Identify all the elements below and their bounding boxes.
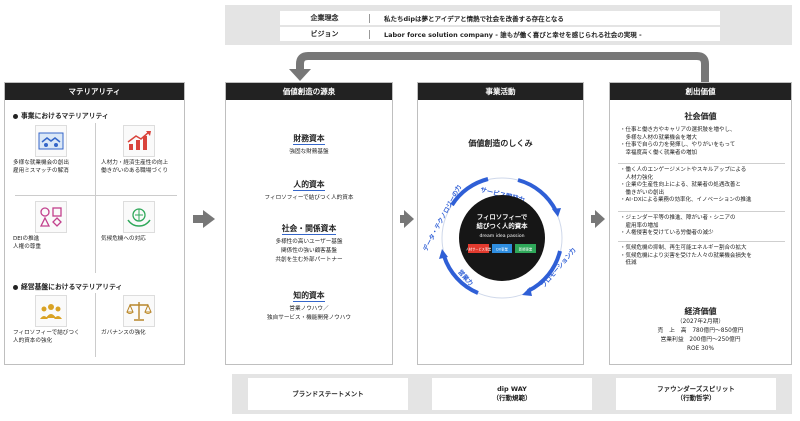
economic-line: 売 上 高 780億円〜850億円 [657,328,744,334]
materiality-item: 気候危機への対応 [99,201,179,244]
cycle-arc [450,177,489,207]
core-sub: dream idea passion [479,233,524,239]
capital-text: 営業ノウハウ／ [289,306,329,312]
materiality-label: フィロソフィーで結びつく 人的資本の強化 [13,330,80,344]
flow-arrow [193,215,203,223]
core-circle [459,195,545,281]
materiality-header: マテリアリティ [5,83,184,100]
social-value-title: 社会価値 [684,112,717,121]
handshake-icon [35,125,67,157]
people-group-icon [35,295,67,327]
materiality-item: ガバナンスの強化 [99,295,179,338]
pill-new [515,244,536,253]
cycle-arc [442,255,479,295]
cycle-arrowhead [439,249,448,259]
materiality-panel: マテリアリティ 事業におけるマテリアリティ 多様な就業機会の創出 雇用ミスマッチ… [4,82,185,365]
capital-text: 多様性の高いユーザー基盤 [275,239,343,245]
pill-dx-label: DX事業 [496,247,508,252]
social-value-group: ・ジェンダー平等の推進、障がい者・シニアの 雇用率の増加 ・人権侵害を受けている… [620,215,736,237]
social-value-group: ・仕事と働き方やキャリアの選択肢を増やし、 多様な人材の就業機会を増大 ・仕事で… [620,127,736,156]
capital-title: 人的資本 [293,180,325,191]
social-value-group: ・働く人のエンゲージメントやスキルアップによる 人材力強化 ・企業の生産性向上に… [620,167,752,204]
diversity-shapes-icon [35,201,67,233]
pill-hr [468,244,489,253]
capital-text: 独自サービス・機能開発ノウハウ [267,315,351,321]
capital-text: 共創を生む外部パートナー [275,257,343,263]
capital-title: 知的資本 [293,291,325,302]
scales-icon [123,295,155,327]
business-header: 事業活動 [418,83,583,100]
materiality-label: 多様な就業機会の創出 雇用ミスマッチの解消 [13,160,69,174]
pill-dx [492,244,512,253]
materiality-label: ガバナンスの強化 [101,330,146,336]
growth-chart-icon [123,125,155,157]
business-materiality-title: 事業におけるマテリアリティ [13,110,109,120]
flow-arrow-head [595,210,605,228]
pill-new-label: 新規事業 [519,247,533,252]
grid-divider [95,123,96,273]
capital-header: 価値創造の源泉 [226,83,392,100]
management-materiality-title: 経営基盤におけるマテリアリティ [13,281,122,291]
cycle-arrowhead [522,287,532,296]
capital-text: 関係性の強い顧客基盤 [281,248,337,254]
globe-hands-icon [123,201,155,233]
value-separator [618,241,785,242]
vision-row: ビジョン Labor force solution company - 誰もが働… [280,27,720,41]
flow-arrow [400,215,406,223]
philosophy-label: 企業理念 [280,13,370,23]
materiality-item: 人材力・経済生産性の向上 働きがいのある職場づくり [99,125,179,175]
philosophy-text: 私たちdipは夢とアイデアと情熱で社会を改善する存在となる [384,15,564,23]
cycle-arc [527,250,562,293]
bullet-dot [13,113,18,119]
philosophy-row: 企業理念 私たちdipは夢とアイデアと情熱で社会を改善する存在となる [280,11,720,25]
cycle-ring [441,177,563,299]
cycle-arc [517,178,558,212]
materiality-item: フィロソフィーで結びつく 人的資本の強化 [11,295,91,345]
foundation-bar: ブランドステートメント dip WAY （行動規範） ファウンダーズスピリット … [232,374,792,414]
flow-arrow-head [404,210,414,228]
economic-value-title: 経済価値 [684,307,717,316]
value-panel: 創出価値 社会価値 ・仕事と働き方やキャリアの選択肢を増やし、 多様な人材の就業… [609,82,792,365]
value-creation-cycle: サービス開発力 データ・テクノロジーの力 プロモーション力 営業力 フィロソフィ… [421,177,577,299]
dip-way: dip WAY （行動規範） [432,378,592,410]
economic-period: （2027年2月期） [676,319,725,325]
vision-text: Labor force solution company - 誰もが働く喜びと幸… [384,31,642,39]
grid-divider [95,293,96,357]
economic-line: ROE 30% [687,346,714,352]
capital-title: 社会・関係資本 [281,224,337,235]
mechanism-title: 価値創造のしくみ [468,139,533,148]
capital-title: 財務資本 [293,134,325,145]
core-line1: フィロソフィーで [477,213,528,221]
economic-line: 営業利益 200億円〜250億円 [660,337,741,343]
cycle-arrowhead [552,208,561,217]
flow-arrow [591,215,597,223]
vision-banner: 企業理念 私たちdipは夢とアイデアと情熱で社会を改善する存在となる ビジョン … [225,5,792,45]
grid-divider [15,195,177,196]
value-header: 創出価値 [610,83,791,100]
founders-spirit: ファウンダーズスピリット （行動哲学） [616,378,776,410]
materiality-item: 多様な就業機会の創出 雇用ミスマッチの解消 [11,125,91,175]
vision-label: ビジョン [280,29,370,39]
pill-hr-label: 人材サービス事業 [466,247,492,252]
materiality-label: DEIの推進 人権の尊重 [13,236,41,250]
core-line2: 結びつく人的資本 [476,221,528,230]
capital-text: フィロソフィーで結びつく人的資本 [264,195,354,201]
value-separator [618,163,785,164]
social-value-group: ・気候危機の抑制、再生可能エネルギー割合の拡大 ・気候危機により災害を受けた人々… [620,245,752,267]
value-separator [618,211,785,212]
capital-text: 強固な財務基盤 [289,149,329,155]
flow-arrow-head [203,210,215,228]
business-panel: 事業活動 価値創造のしくみ サービス開発力 データ・テクノロジーの力 プロモーシ… [417,82,584,365]
materiality-label: 人材力・経済生産性の向上 働きがいのある職場づくり [101,160,169,174]
materiality-label: 気候危機への対応 [101,236,146,242]
materiality-item: DEIの推進 人権の尊重 [11,201,91,251]
capital-panel: 価値創造の源泉 財務資本 強固な財務基盤 人的資本 フィロソフィーで結びつく人的… [225,82,393,365]
brand-statement: ブランドステートメント [248,378,408,410]
bullet-dot [13,284,18,290]
